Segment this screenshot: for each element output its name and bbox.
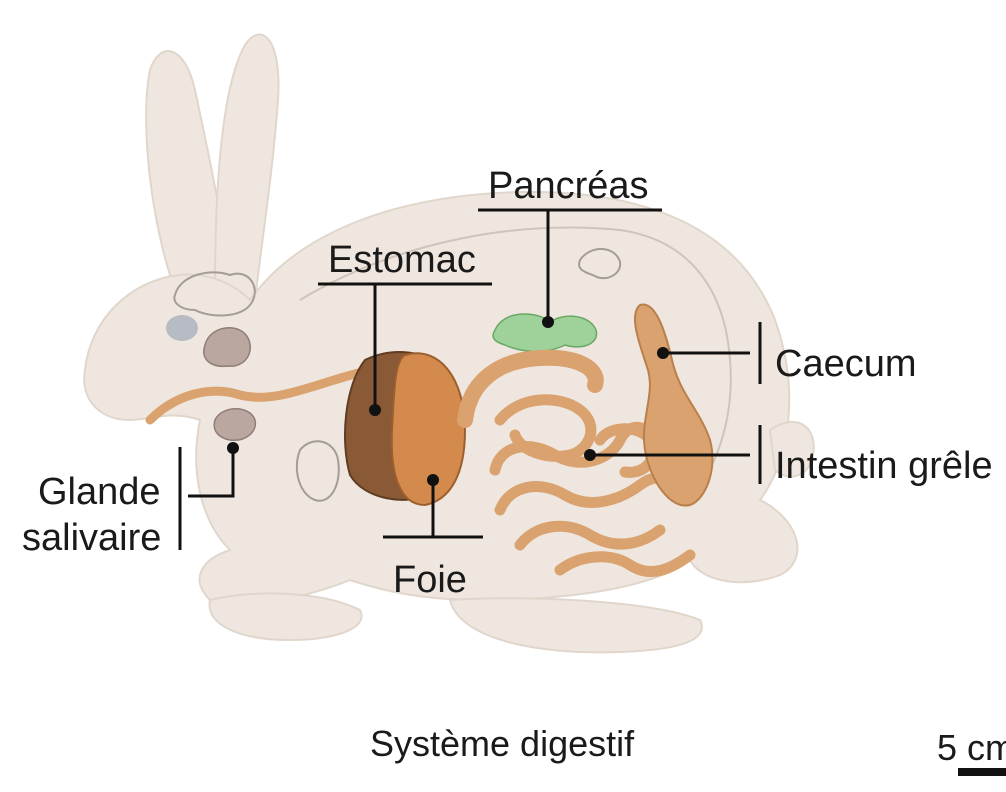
label-estomac: Estomac	[328, 238, 476, 282]
salivary-gland-lower	[214, 409, 255, 441]
rabbit-eye	[166, 315, 198, 341]
label-intestin-grele: Intestin grêle	[775, 444, 993, 488]
scale-bar-label: 5 cm	[937, 726, 1006, 770]
rabbit-ear-right	[215, 34, 279, 300]
rabbit-front-paw	[210, 593, 362, 640]
pancreas-dot	[542, 316, 554, 328]
intestin-dot	[584, 449, 596, 461]
label-pancreas: Pancréas	[488, 164, 649, 208]
caecum-dot	[657, 347, 669, 359]
rabbit-hind-paw	[450, 598, 702, 652]
label-glande: Glande	[38, 470, 161, 514]
estomac-dot	[369, 404, 381, 416]
label-foie: Foie	[393, 558, 467, 602]
diagram-caption: Système digestif	[370, 722, 634, 766]
glande-dot	[227, 442, 239, 454]
label-caecum: Caecum	[775, 342, 917, 386]
foie-dot	[427, 474, 439, 486]
label-salivaire: salivaire	[22, 516, 161, 560]
